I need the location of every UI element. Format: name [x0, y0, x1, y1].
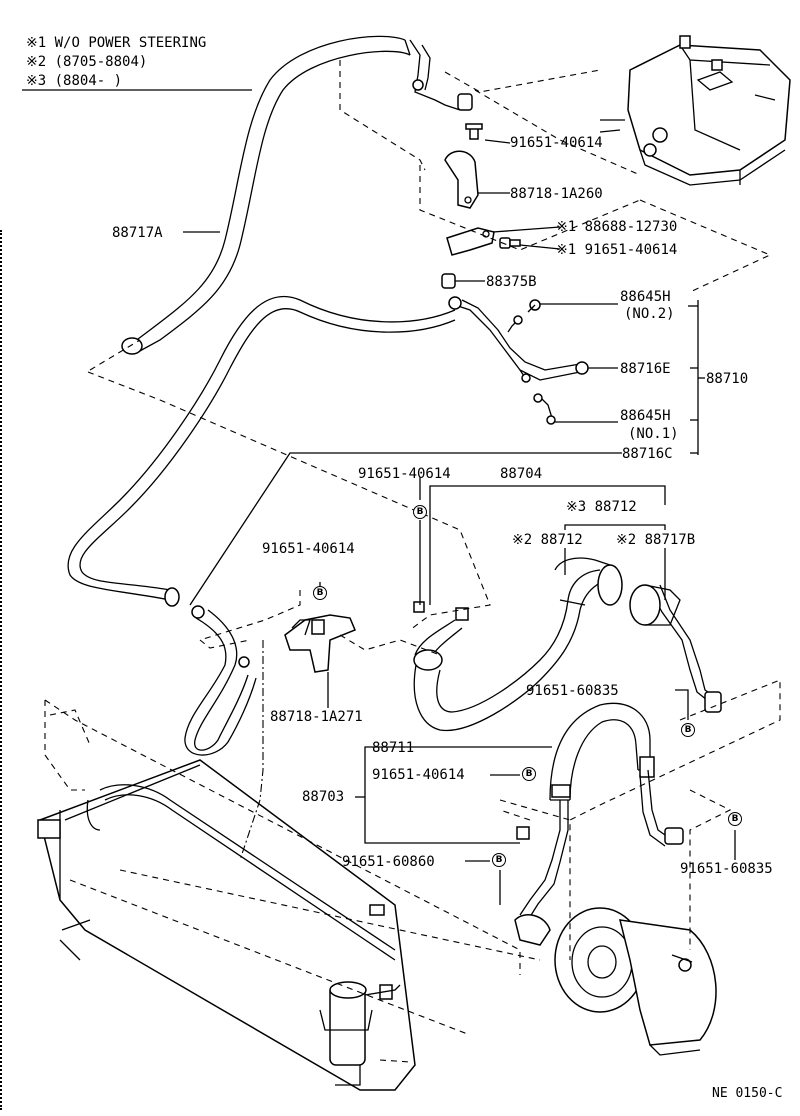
label-91651-40614-mid: 91651-40614 [358, 466, 451, 482]
label-88712-3: ※3 88712 [566, 499, 637, 515]
label-88717A: 88717A [112, 225, 163, 241]
bolt-marker-b: B [681, 723, 695, 737]
evaporator-unit [599, 35, 791, 186]
label-88716E: 88716E [620, 361, 671, 377]
label-88711: 88711 [372, 740, 415, 756]
label-88718-1A260: 88718-1A260 [510, 186, 603, 202]
grommet-88375B [441, 273, 456, 289]
label-91651-40614-w1: ※1 91651-40614 [556, 242, 678, 258]
bolt-91651-40614-top [465, 123, 483, 140]
label-88375B: 88375B [486, 274, 537, 290]
hose-88717A [121, 35, 473, 355]
label-no1: (NO.1) [628, 426, 679, 442]
tube-88710 [67, 295, 589, 756]
compressor [554, 907, 717, 1056]
page-edge-perforation [0, 230, 8, 1110]
label-88645H-no2: 88645H [620, 289, 671, 305]
label-91651-60860: 91651-60860 [342, 854, 435, 870]
label-88712-2: ※2 88712 [512, 532, 583, 548]
condenser [37, 759, 416, 1091]
note-1: ※1 W/O POWER STEERING [26, 35, 207, 51]
label-88717B-2: ※2 88717B [616, 532, 696, 548]
hose-88703 [514, 702, 684, 946]
label-88688-12730: ※1 88688-12730 [556, 219, 678, 235]
label-88645H-no1: 88645H [620, 408, 671, 424]
bolt-marker-b: B [728, 812, 742, 826]
bolt-91651-40614-w1 [499, 237, 521, 249]
label-88718-1A271: 88718-1A271 [270, 709, 363, 725]
clamp-88718-1A260 [444, 150, 479, 209]
label-91651-40614-low: 91651-40614 [372, 767, 465, 783]
label-91651-40614-top: 91651-40614 [510, 135, 603, 151]
label-91651-40614-left: 91651-40614 [262, 541, 355, 557]
bolt-marker-b: B [492, 853, 506, 867]
note-3: ※3 (8804- ) [26, 73, 123, 89]
label-88710: 88710 [706, 371, 749, 387]
bolt-marker-b: B [413, 505, 427, 519]
label-91651-60835-b: 91651-60835 [680, 861, 773, 877]
label-88703: 88703 [302, 789, 345, 805]
bolt-marker-b: B [522, 767, 536, 781]
label-88716C: 88716C [622, 446, 673, 462]
hose-88704 [413, 557, 722, 732]
clamp-88718-1A271 [284, 614, 356, 673]
label-91651-60835-a: 91651-60835 [526, 683, 619, 699]
label-no2: (NO.2) [624, 306, 675, 322]
figure-code: NE 0150-C [712, 1086, 783, 1101]
leader-lines [183, 139, 736, 905]
bolt-marker-b: B [313, 586, 327, 600]
note-2: ※2 (8705-8804) [26, 54, 148, 70]
bracket-88688-12730 [446, 227, 495, 256]
label-88704: 88704 [500, 466, 543, 482]
phantom-lines [44, 60, 781, 1063]
